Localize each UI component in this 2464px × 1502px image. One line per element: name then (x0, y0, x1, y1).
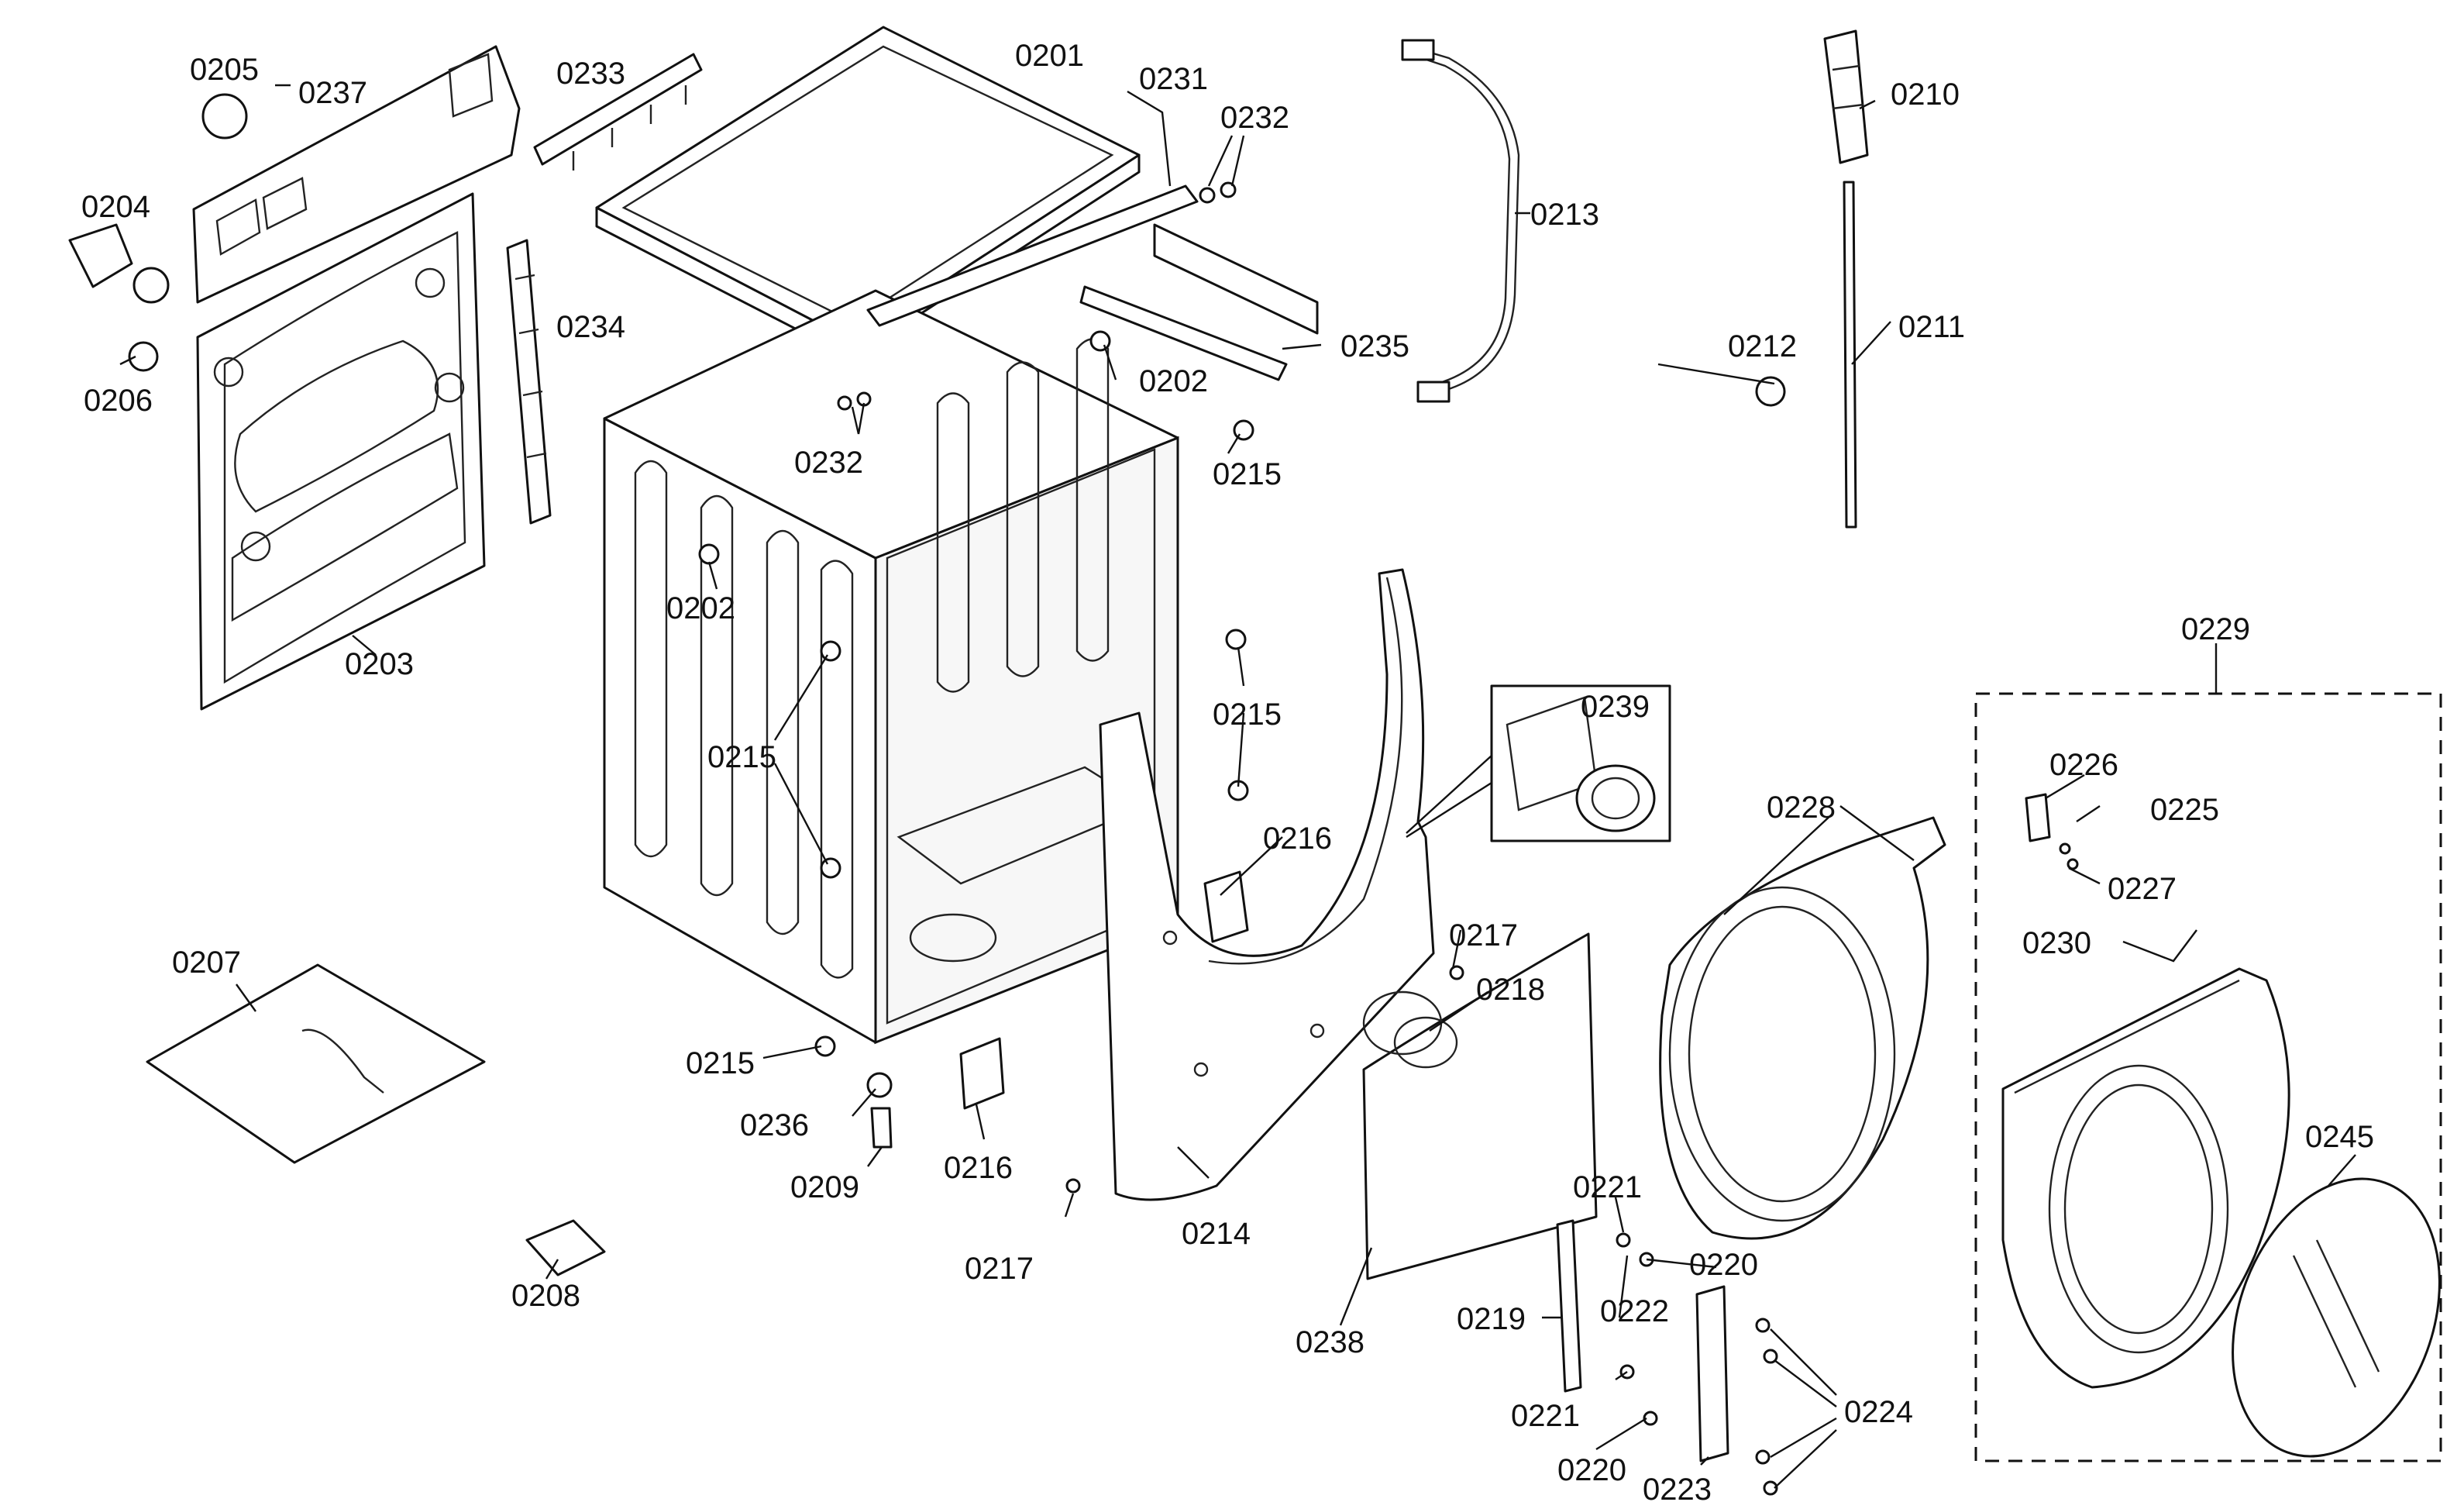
label-0226: 0226 (2049, 748, 2118, 782)
top-cover-part[interactable] (595, 26, 1141, 360)
label-0214: 0214 (1182, 1217, 1251, 1251)
label-0206: 0206 (84, 384, 153, 418)
wire-harness-part[interactable] (1401, 39, 1520, 403)
label-0235: 0235 (1340, 329, 1409, 363)
label-0225: 0225 (2150, 793, 2219, 827)
accessory-bag-part[interactable] (146, 963, 486, 1164)
label-0221-bottom: 0221 (1511, 1399, 1580, 1433)
label-0215-right-mid: 0215 (1213, 698, 1282, 732)
hinge-bracket-0216-part[interactable] (959, 870, 1249, 1110)
back-panel-part[interactable] (196, 192, 486, 711)
cross-bracket-part[interactable] (866, 184, 1319, 381)
label-0210: 0210 (1891, 78, 1960, 112)
strip-0223-part[interactable] (1695, 1285, 1729, 1462)
label-0217-bottom: 0217 (965, 1252, 1034, 1286)
label-0203: 0203 (345, 647, 414, 681)
label-0228: 0228 (1767, 791, 1836, 825)
front-panel-part[interactable] (1099, 568, 1435, 1201)
door-lock-part[interactable] (1823, 29, 1869, 164)
label-0209: 0209 (790, 1170, 859, 1204)
label-0211: 0211 (1898, 310, 1965, 344)
door-glass-part[interactable] (2196, 1149, 2464, 1485)
label-0221-top: 0221 (1573, 1170, 1642, 1204)
label-0220-top: 0220 (1689, 1248, 1758, 1282)
label-0229: 0229 (2181, 612, 2250, 646)
label-0237: 0237 (298, 76, 367, 110)
rear-cover-panel-part[interactable] (192, 45, 521, 304)
label-0207: 0207 (172, 946, 241, 980)
part-labels: 0201 0231 0232 0213 0210 0211 0212 0205 … (81, 39, 2374, 1502)
hinge-0219-part[interactable] (1556, 1219, 1582, 1393)
label-0208: 0208 (511, 1279, 580, 1313)
label-0222: 0222 (1600, 1294, 1669, 1328)
label-0202-side: 0202 (666, 591, 735, 625)
lower-cover-part[interactable] (1362, 932, 1598, 1280)
foot-part[interactable] (866, 1072, 893, 1149)
latch-0226-part[interactable] (2025, 793, 2051, 842)
label-0223: 0223 (1643, 1473, 1712, 1502)
side-strip-part[interactable] (506, 239, 552, 525)
door-frame-part[interactable] (2001, 967, 2290, 1389)
front-bezel-part[interactable] (1659, 816, 1946, 1240)
label-0232-bottom: 0232 (794, 446, 863, 480)
label-0217-right: 0217 (1449, 918, 1518, 953)
label-0245: 0245 (2305, 1120, 2374, 1154)
label-0232-top: 0232 (1220, 101, 1289, 135)
bracket-0205-part[interactable] (201, 93, 248, 140)
label-0227: 0227 (2108, 872, 2177, 906)
label-0231: 0231 (1139, 62, 1208, 96)
label-0202-top: 0202 (1139, 364, 1208, 398)
label-0205: 0205 (190, 53, 259, 87)
label-0216-bottom: 0216 (944, 1151, 1013, 1185)
label-0204: 0204 (81, 190, 150, 224)
label-0234: 0234 (556, 310, 625, 344)
pump-part[interactable] (68, 223, 170, 304)
label-0201: 0201 (1015, 39, 1084, 73)
label-0230: 0230 (2022, 926, 2091, 960)
label-0215-right-top: 0215 (1213, 457, 1282, 491)
door-assembly-group (1974, 692, 2442, 1462)
label-0213: 0213 (1530, 198, 1599, 232)
label-0220-bottom: 0220 (1557, 1453, 1626, 1487)
wrench-part[interactable] (525, 1219, 606, 1276)
label-0224: 0224 (1844, 1395, 1913, 1429)
cable-rod-part[interactable] (1843, 181, 1857, 529)
label-0212: 0212 (1728, 329, 1797, 363)
cable-clip-part[interactable] (1755, 376, 1786, 407)
label-0239: 0239 (1581, 690, 1650, 724)
screw-0206-part[interactable] (128, 341, 159, 372)
label-0215-side: 0215 (707, 740, 776, 774)
label-0233: 0233 (556, 57, 625, 91)
label-0236: 0236 (740, 1108, 809, 1142)
label-0238: 0238 (1296, 1325, 1364, 1359)
label-0218: 0218 (1476, 973, 1545, 1007)
label-0219: 0219 (1457, 1302, 1526, 1336)
top-rail-part[interactable] (533, 53, 703, 171)
leader-lines (119, 84, 2356, 1489)
label-0215-bottom: 0215 (686, 1046, 755, 1080)
detail-inset-box (1406, 684, 1671, 842)
cabinet-body-part[interactable] (603, 289, 1179, 1045)
label-0216-front: 0216 (1263, 822, 1332, 856)
